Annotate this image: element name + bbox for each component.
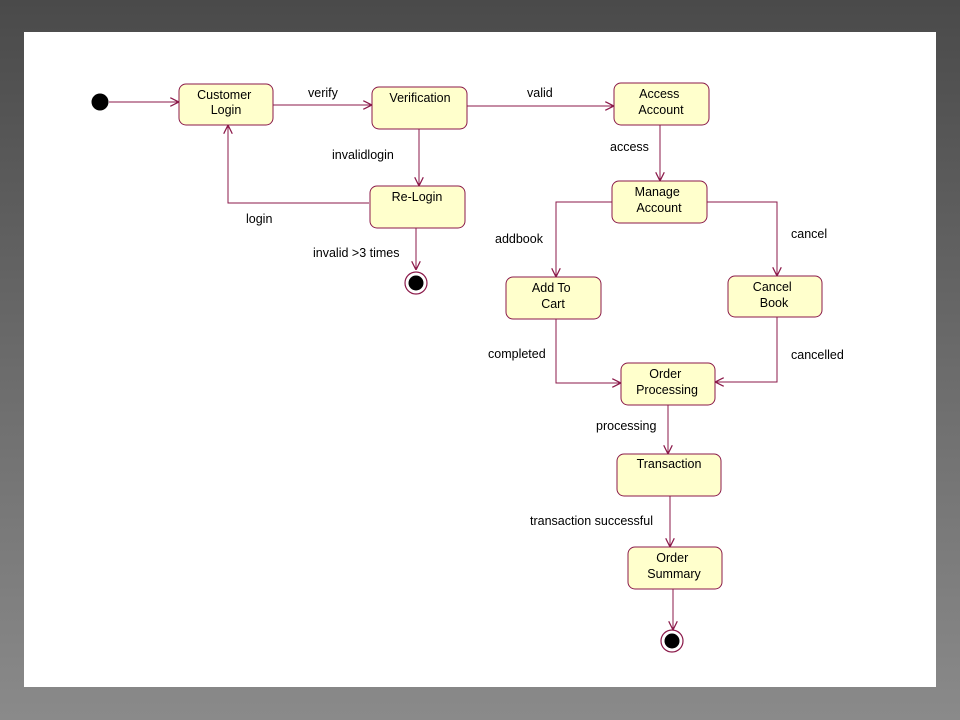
- state-access-account: [613, 82, 710, 126]
- state-manage-account: [611, 180, 708, 224]
- final-node-order-complete: [660, 629, 684, 653]
- state-order-processing: [620, 362, 716, 406]
- edge-label-cancel: cancel: [791, 227, 827, 241]
- state-customer-login-label: Customer Login: [197, 88, 255, 117]
- initial-node: [91, 93, 109, 111]
- final-node-login-failure: [404, 271, 428, 295]
- state-cancel-book: [727, 275, 823, 318]
- state-cancel-book-label: Cancel Book: [753, 280, 795, 310]
- edge-label-invalid-3-times: invalid >3 times: [313, 246, 400, 260]
- edge-label-login: login: [246, 212, 272, 226]
- edge-label-addbook: addbook: [495, 232, 544, 246]
- edge-label-cancelled: cancelled: [791, 348, 844, 362]
- state-add-to-cart-label: Add To Cart: [532, 281, 574, 311]
- edge-cancel: [707, 201, 777, 275]
- edge-label-processing: processing: [596, 419, 656, 433]
- edge-addbook: [556, 201, 612, 276]
- edge-label-access: access: [610, 140, 649, 154]
- state-re-login-label: Re-Login: [392, 190, 443, 204]
- edge-completed: [555, 319, 620, 383]
- edge-login: [228, 126, 369, 204]
- state-transaction: [616, 453, 722, 497]
- state-add-to-cart: [505, 276, 602, 320]
- state-re-login: [369, 185, 466, 229]
- state-order-processing-label: Order Processing: [636, 367, 698, 397]
- state-access-account-label: Access Account: [638, 87, 684, 117]
- slide-canvas: [24, 32, 936, 687]
- edge-cancelled: [716, 317, 778, 382]
- state-verification-label: Verification: [389, 91, 450, 105]
- state-verification: [371, 86, 468, 130]
- state-transaction-label: Transaction: [637, 457, 702, 471]
- edge-label-valid: valid: [527, 86, 553, 100]
- state-order-summary-label: Order Summary: [647, 551, 701, 581]
- state-manage-account-label: Manage Account: [635, 185, 684, 215]
- state-customer-login: [178, 83, 274, 126]
- edge-label-verify: verify: [308, 86, 339, 100]
- edge-label-completed: completed: [488, 347, 546, 361]
- edge-label-invalidlogin: invalidlogin: [332, 148, 394, 162]
- edge-label-transaction-successful: transaction successful: [530, 514, 653, 528]
- state-order-summary: [627, 546, 723, 590]
